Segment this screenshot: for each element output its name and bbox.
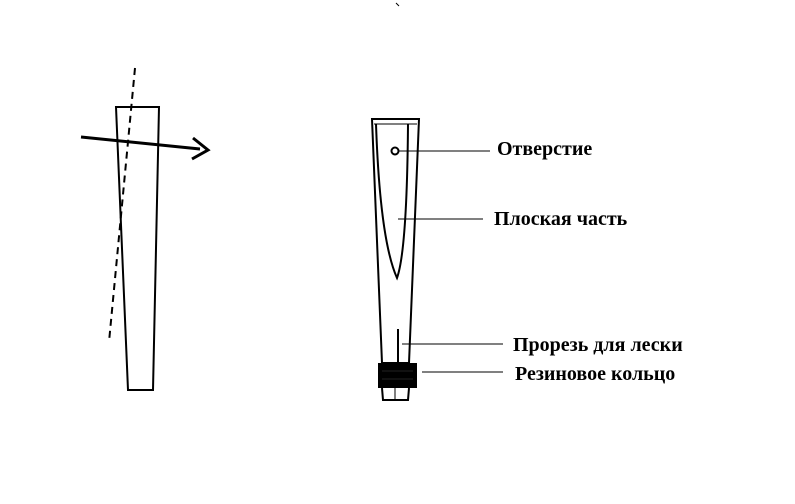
label-line-slot: Прорезь для лески	[513, 334, 683, 356]
label-rubber-ring: Резиновое кольцо	[515, 363, 675, 385]
right-figure	[370, 118, 421, 401]
hole-marker	[390, 146, 400, 156]
flat-part-shape	[375, 123, 409, 281]
float-outline-side	[114, 106, 161, 391]
left-figure	[80, 67, 211, 391]
direction-arrow-shaft	[80, 135, 201, 151]
rubber-ring-band	[378, 363, 417, 388]
stray-mark	[395, 2, 400, 7]
rubber-ring-highlight	[382, 370, 413, 380]
label-flat-part: Плоская часть	[494, 208, 628, 230]
label-hole: Отверстие	[497, 138, 592, 160]
float-body	[370, 118, 421, 364]
arrow-right-icon	[191, 136, 211, 161]
leader-lines	[398, 150, 503, 373]
tilt-axis-dashed	[108, 67, 136, 343]
